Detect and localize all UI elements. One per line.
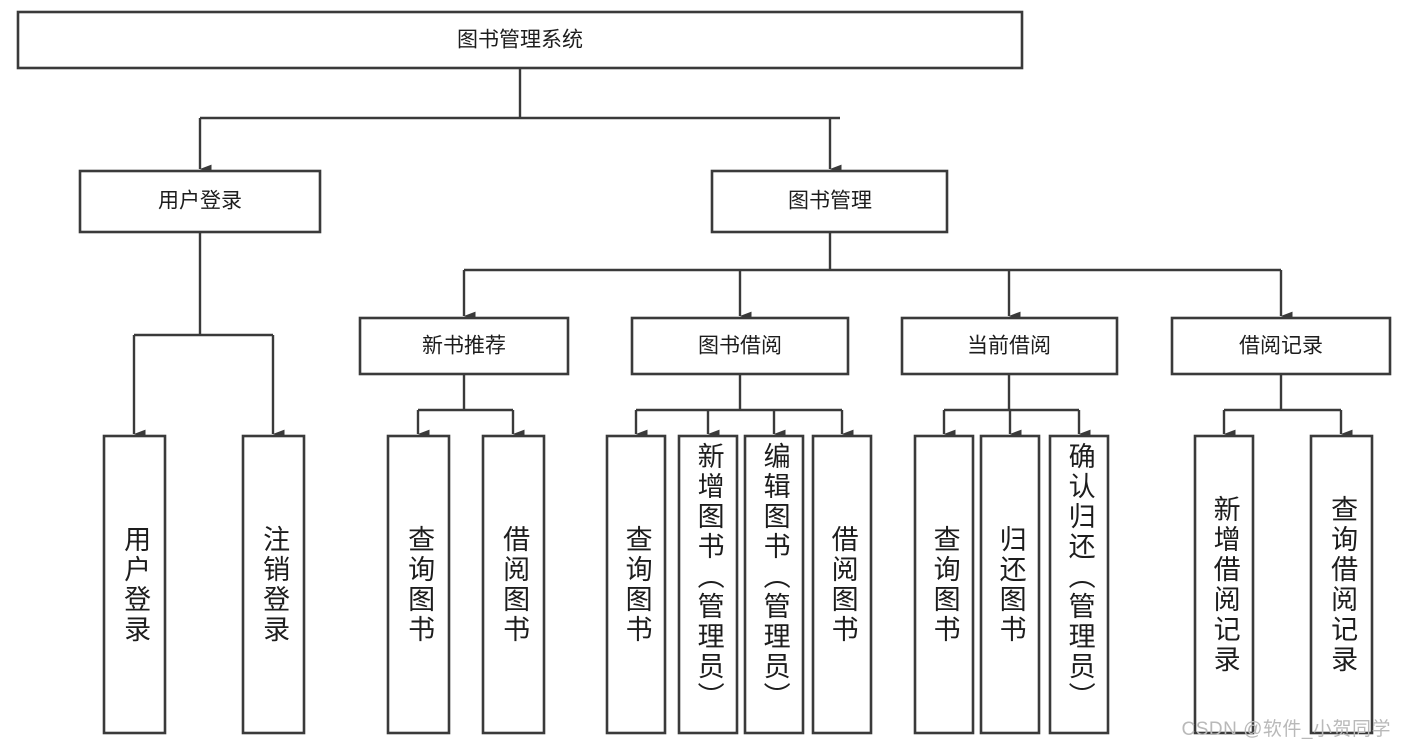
node-new-book-recommend-label: 新书推荐 <box>422 335 506 358</box>
watermark-text: CSDN @软件_小贺同学 <box>1181 719 1391 740</box>
leaf-box-user-login[interactable] <box>102 434 167 735</box>
connector-current-borrow-to-leaves <box>942 374 1091 439</box>
node-user-login-label: 用户登录 <box>158 190 242 213</box>
node-book-borrow-label: 图书借阅 <box>698 335 782 358</box>
node-borrow-record-label: 借阅记录 <box>1239 335 1323 358</box>
leaf-box-confirm-return-admin[interactable] <box>1048 434 1110 735</box>
leaf-box-query-borrow-record[interactable] <box>1309 434 1374 735</box>
node-book-management-label: 图书管理 <box>788 190 872 213</box>
node-root-label: 图书管理系统 <box>457 29 583 52</box>
node-user-login[interactable]: 用户登录 <box>78 169 322 234</box>
leaf-box-borrow-book[interactable] <box>811 434 873 735</box>
leaf-box-logout-login[interactable] <box>241 434 306 735</box>
leaf-box-add-borrow-record[interactable] <box>1193 434 1255 735</box>
connector-book-borrow-to-leaves <box>634 374 854 439</box>
node-borrow-record[interactable]: 借阅记录 <box>1170 316 1392 376</box>
leaf-box-add-book-admin[interactable] <box>677 434 739 735</box>
leaf-box-borrow-book-recommend[interactable] <box>481 434 546 735</box>
node-book-management[interactable]: 图书管理 <box>710 169 949 234</box>
connector-borrow-record-to-leaves <box>1222 374 1353 439</box>
connector-user-login-to-leaves <box>132 232 285 439</box>
node-root[interactable]: 图书管理系统 <box>16 10 1024 70</box>
connector-book-management-to-level3 <box>462 232 1293 321</box>
node-current-borrow-label: 当前借阅 <box>967 335 1051 358</box>
node-current-borrow[interactable]: 当前借阅 <box>900 316 1119 376</box>
leaf-box-query-book-borrow[interactable] <box>605 434 667 735</box>
connector-root-to-level2 <box>198 68 842 174</box>
node-new-book-recommend[interactable]: 新书推荐 <box>358 316 570 376</box>
leaf-box-return-book[interactable] <box>979 434 1041 735</box>
leaf-boxes <box>102 434 1374 735</box>
leaf-box-query-book-current[interactable] <box>913 434 975 735</box>
node-book-borrow[interactable]: 图书借阅 <box>630 316 850 376</box>
leaf-box-edit-book-admin[interactable] <box>743 434 805 735</box>
leaf-box-query-book-recommend[interactable] <box>386 434 451 735</box>
connector-new-book-recommend-to-leaves <box>416 374 525 439</box>
